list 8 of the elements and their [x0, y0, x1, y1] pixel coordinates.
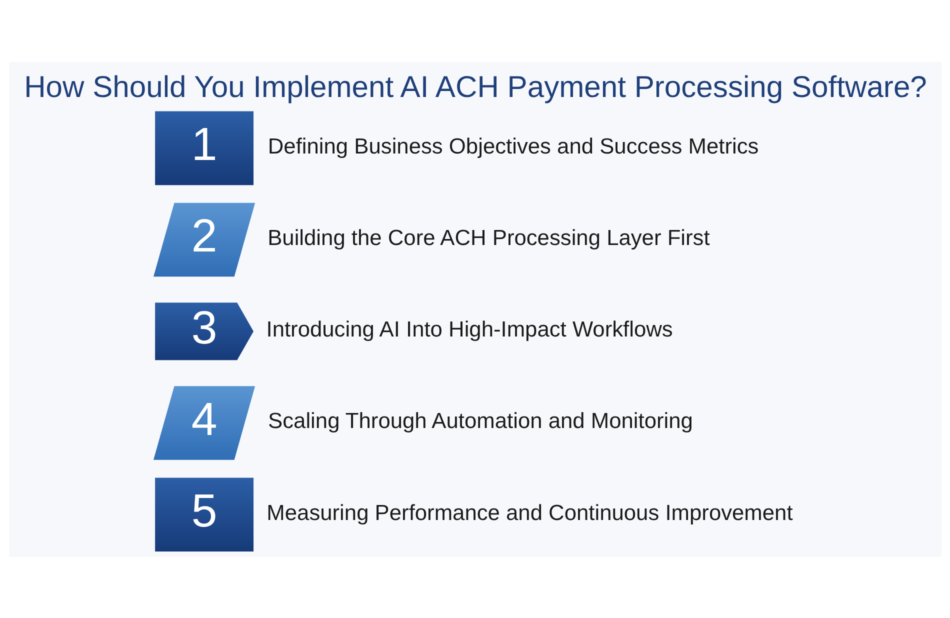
node-label: Defining Business Objectives and Success Metrics: [267, 132, 758, 158]
node-box: 1: [154, 110, 254, 185]
node-label: Introducing AI Into High-Impact Workflows: [266, 316, 672, 342]
node-box: 5: [154, 477, 254, 552]
node-label: Measuring Performance and Continuous Improvement: [266, 499, 792, 524]
diagram-title: How Should You Implement AI ACH Payment Processing Software?: [24, 70, 926, 104]
node-label: Building the Core ACH Processing Layer First: [267, 224, 710, 250]
node-label: Scaling Through Automation and Monitoring: [268, 408, 692, 433]
